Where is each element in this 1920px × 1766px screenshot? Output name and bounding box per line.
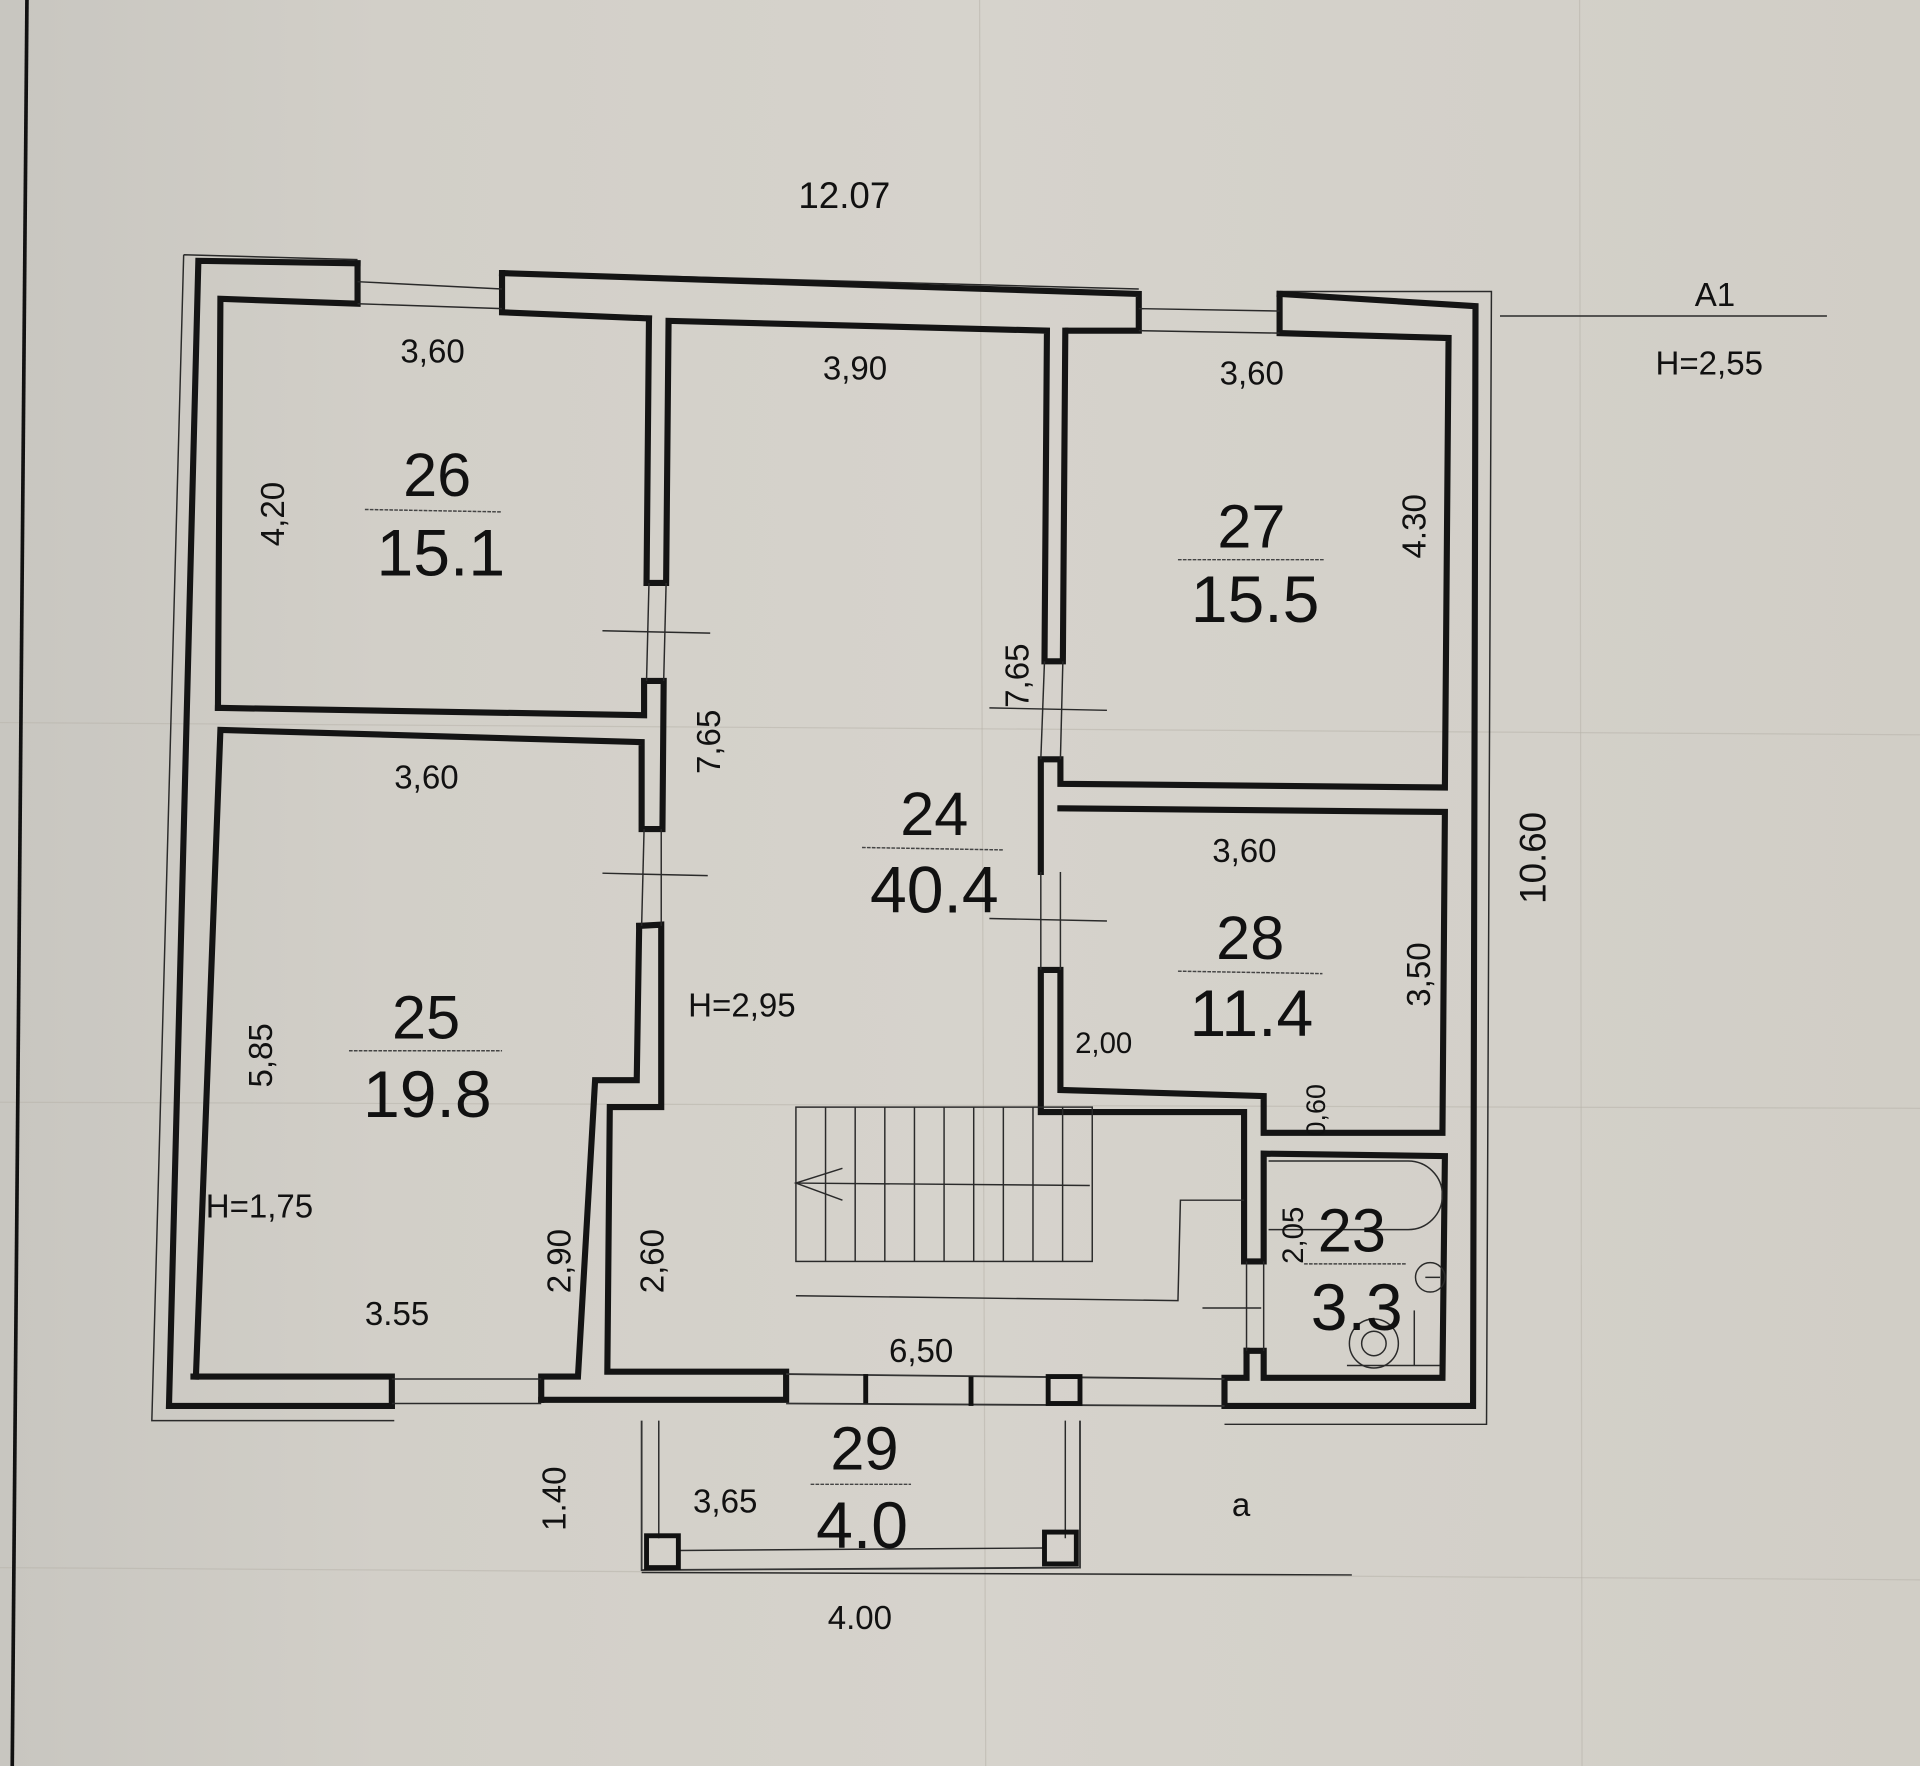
room-29-area: 4.0 [816, 1489, 908, 1563]
porch [640, 1420, 1352, 1576]
room-24-height: H=2,95 [688, 987, 795, 1024]
page-edge [10, 0, 29, 1766]
room-28-offset: 2,00 [1075, 1027, 1132, 1060]
exterior-walls [165, 257, 1479, 1410]
porch-depth: 1.40 [537, 1467, 574, 1531]
overall-width-label: 12.07 [798, 175, 890, 216]
room-25-niche-depth: 2,90 [542, 1229, 579, 1293]
room-26-width: 3,60 [400, 334, 464, 371]
facade-label: a [1232, 1487, 1251, 1524]
bathtub-icon [1268, 1160, 1444, 1231]
arrow-head-icon [793, 1167, 843, 1201]
porch-width-outer: 4.00 [828, 1600, 892, 1637]
room-23-area: 3.3 [1311, 1271, 1403, 1345]
door-openings [357, 280, 1280, 1405]
stair-direction-arrow-icon [795, 1182, 1090, 1187]
room-24-bottom-width: 6,50 [889, 1333, 953, 1370]
front-window [786, 1373, 1225, 1407]
room-26-area: 15.1 [376, 517, 505, 591]
interior-walls [192, 315, 1448, 1381]
room-25-number: 25 [392, 984, 460, 1052]
room-28-width: 3,60 [1212, 833, 1276, 870]
room-25-width: 3,60 [394, 760, 458, 797]
room-26-number: 26 [403, 441, 471, 509]
room-25-height: H=1,75 [206, 1188, 313, 1225]
room-27-number: 27 [1217, 492, 1285, 560]
porch-column [644, 1533, 681, 1571]
room-23-number: 23 [1318, 1197, 1386, 1265]
section-height-label: H=2,55 [1656, 346, 1763, 383]
stair-landing [795, 1199, 1245, 1302]
room-27-width: 3,60 [1220, 356, 1284, 393]
porch-column [1042, 1529, 1079, 1567]
bathroom-fixtures [1268, 1160, 1446, 1369]
room-28-depth: 3,50 [1401, 942, 1438, 1006]
room-24-niche-depth: 2,60 [635, 1229, 672, 1293]
room-26-depth: 4,20 [255, 482, 292, 546]
sink-icon [1414, 1261, 1446, 1293]
room-27-area: 15.5 [1191, 563, 1320, 637]
room-28-ledge: 0,60 [1301, 1084, 1331, 1136]
porch-width-inner: 3,65 [693, 1483, 757, 1520]
section-label: A1 [1695, 277, 1735, 314]
overall-depth-label: 10.60 [1512, 812, 1553, 904]
room-28-number: 28 [1216, 904, 1284, 972]
room-28-area: 11.4 [1190, 977, 1314, 1051]
room-27-depth: 4.30 [1396, 494, 1433, 558]
room-25-area: 19.8 [363, 1058, 492, 1132]
room-25-bottom-width: 3.55 [365, 1296, 429, 1333]
room-24-area: 40.4 [870, 853, 999, 927]
room-23-depth: 2,05 [1277, 1207, 1310, 1264]
room-29-number: 29 [830, 1415, 898, 1483]
room-24-width: 3,90 [823, 351, 887, 388]
shower-icon [1348, 1318, 1400, 1369]
room-24-number: 24 [900, 780, 968, 848]
room-25-depth: 5,85 [243, 1023, 280, 1087]
room-24-depth-right: 7,65 [1000, 644, 1037, 708]
room-24-depth-left: 7,65 [691, 710, 728, 774]
staircase [795, 1106, 1093, 1263]
